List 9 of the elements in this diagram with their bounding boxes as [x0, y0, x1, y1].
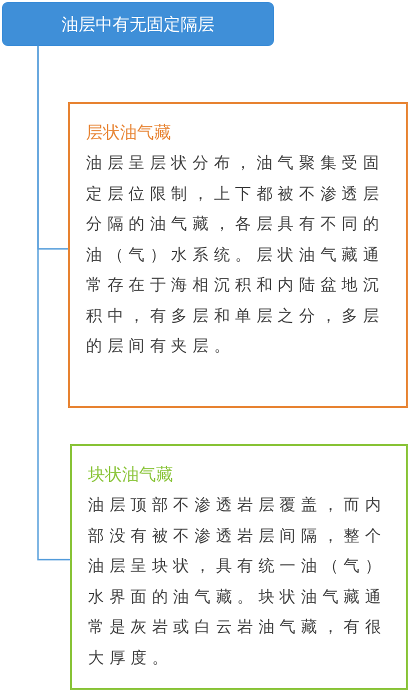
card-description: 油层顶部不渗透岩层覆盖，而内部没有被不渗透岩层间隔，整个油层呈块状，具有统一油（气）水界面的油气藏。块状油气藏通常是灰岩或白云岩油气藏，有很大厚度。 [88, 494, 388, 668]
header-box [2, 2, 274, 46]
connector-line [37, 46, 70, 560]
header-text: 油层中有无固定隔层 [62, 14, 214, 36]
card-title: 块状油气藏 [88, 464, 174, 487]
card-title: 层状油气藏 [86, 122, 172, 145]
category-card [68, 102, 408, 408]
category-card [70, 444, 408, 690]
card-description: 油层呈层状分布，油气聚集受固定层位限制，上下都被不渗透层分隔的油气藏，各层具有不同的油（气）水系统。层状油气藏通常存在于海相沉积和内陆盆地沉积中，有多层和单层之分，多层的层间有夹层。 [86, 152, 386, 357]
